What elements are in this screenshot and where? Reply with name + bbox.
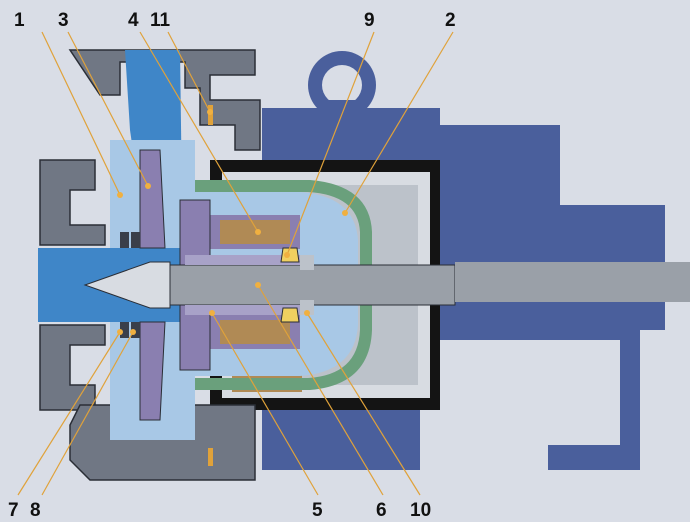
impeller-bottom [139,321,166,421]
label-6: 6 [376,500,387,521]
containment-shell [195,180,372,390]
label-9: 9 [364,10,375,31]
bearing-bush-bottom [185,305,305,315]
wear-ring-bottom-b [131,322,140,338]
wear-ring-top-a [120,232,129,248]
label-2: 2 [445,10,456,31]
bearing-bush-top [185,255,305,265]
pump-shaft [149,264,456,306]
wear-ring-bottom-a [120,322,129,338]
impeller-top [139,149,166,249]
leader-lines [17,31,454,496]
inner-magnet-bottom [220,320,290,344]
nose-cone [83,261,171,309]
motor-shaft-end [620,262,690,302]
label-3: 3 [58,10,69,31]
label-11: 11 [150,10,171,31]
label-5: 5 [312,500,323,521]
label-7: 7 [8,500,19,521]
label-10: 10 [410,500,431,521]
label-4: 4 [128,10,139,31]
gasket-bottom [208,448,213,466]
label-8: 8 [30,500,41,521]
wear-ring-top-b [131,232,140,248]
label-1: 1 [14,10,25,31]
thrust-ring-bottom [280,307,300,323]
gasket-top [208,105,213,125]
